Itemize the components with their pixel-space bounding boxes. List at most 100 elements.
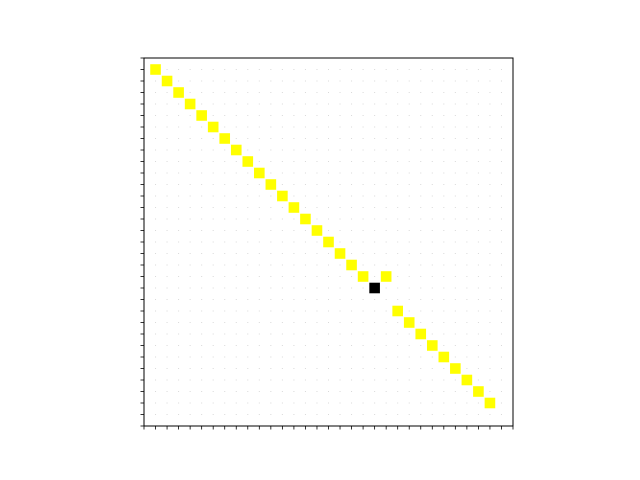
grid-dot	[281, 172, 283, 174]
grid-dot	[189, 218, 191, 220]
grid-dot	[374, 379, 376, 381]
grid-dot	[201, 356, 203, 358]
grid-dot	[339, 80, 341, 82]
grid-dot	[385, 356, 387, 358]
grid-dot	[316, 368, 318, 369]
grid-dot	[189, 161, 191, 162]
grid-dot	[270, 218, 272, 220]
grid-dot	[235, 138, 237, 139]
grid-dot	[466, 184, 468, 185]
grid-dot	[212, 414, 214, 415]
grid-dot	[397, 414, 399, 415]
grid-dot	[443, 184, 445, 185]
grid-dot	[385, 253, 387, 254]
grid-dot	[408, 264, 410, 266]
grid-dot	[316, 379, 318, 381]
grid-dot	[385, 195, 387, 197]
grid-dot	[328, 69, 329, 70]
grid-dot	[316, 345, 318, 346]
grid-dot	[304, 161, 306, 162]
grid-dot	[477, 69, 479, 70]
grid-dot	[362, 414, 364, 415]
grid-dot	[489, 115, 491, 116]
grid-dot	[166, 207, 168, 208]
grid-dot	[500, 195, 502, 197]
grid-dot	[477, 184, 479, 185]
grid-dot	[362, 195, 364, 197]
grid-dot	[397, 333, 399, 335]
grid-dot	[454, 253, 456, 254]
grid-dot	[408, 333, 410, 335]
grid-dot	[362, 379, 364, 381]
grid-dot	[247, 207, 249, 208]
grid-dot	[500, 368, 502, 369]
grid-dot	[316, 103, 318, 105]
grid-dot	[166, 402, 168, 404]
grid-dot	[328, 368, 329, 369]
grid-dot	[155, 414, 157, 415]
grid-dot	[339, 138, 341, 139]
grid-dot	[212, 92, 214, 93]
grid-dot	[178, 333, 180, 335]
grid-dot	[328, 103, 329, 105]
grid-dot	[420, 241, 422, 243]
grid-dot	[374, 80, 376, 82]
grid-dot	[178, 299, 180, 300]
grid-dot	[454, 126, 456, 128]
grid-dot	[293, 138, 295, 139]
grid-dot	[328, 218, 329, 220]
grid-dot	[304, 299, 306, 300]
grid-dot	[189, 322, 191, 323]
grid-dot	[155, 126, 157, 128]
grid-dot	[166, 299, 168, 300]
grid-dot	[178, 276, 180, 277]
grid-dot	[408, 138, 410, 139]
grid-dot	[466, 115, 468, 116]
grid-dot	[397, 230, 399, 231]
grid-dot	[408, 195, 410, 197]
grid-dot	[212, 161, 214, 162]
grid-dot	[362, 80, 364, 82]
grid-dot	[235, 115, 237, 116]
grid-dot	[304, 322, 306, 323]
grid-dot	[397, 103, 399, 105]
grid-dot	[374, 414, 376, 415]
grid-dot	[258, 149, 260, 151]
grid-dot	[374, 276, 376, 277]
grid-dot	[328, 253, 329, 254]
grid-dot	[397, 207, 399, 208]
grid-dot	[339, 310, 341, 312]
grid-dot	[420, 172, 422, 174]
grid-dot	[420, 356, 422, 358]
grid-dot	[500, 356, 502, 358]
grid-dot	[351, 230, 353, 231]
grid-dot	[385, 310, 387, 312]
grid-dot	[351, 299, 353, 300]
grid-dot	[466, 103, 468, 105]
grid-dot	[362, 184, 364, 185]
grid-dot	[351, 322, 353, 323]
grid-dot	[293, 402, 295, 404]
grid-dot	[201, 276, 203, 277]
grid-dot	[374, 356, 376, 358]
grid-dot	[385, 207, 387, 208]
grid-dot	[178, 356, 180, 358]
grid-dot	[212, 356, 214, 358]
grid-dot	[270, 345, 272, 346]
grid-dot	[235, 264, 237, 266]
grid-dot	[477, 218, 479, 220]
grid-dot	[304, 253, 306, 254]
grid-dot	[224, 218, 226, 220]
grid-dot	[293, 333, 295, 335]
grid-dot	[293, 379, 295, 381]
grid-dot	[454, 103, 456, 105]
grid-dot	[454, 391, 456, 392]
grid-dot	[362, 92, 364, 93]
grid-dot	[189, 264, 191, 266]
grid-dot	[155, 356, 157, 358]
grid-dot	[293, 230, 295, 231]
grid-dot	[258, 115, 260, 116]
highlight-cell	[450, 363, 461, 374]
grid-dot	[408, 172, 410, 174]
